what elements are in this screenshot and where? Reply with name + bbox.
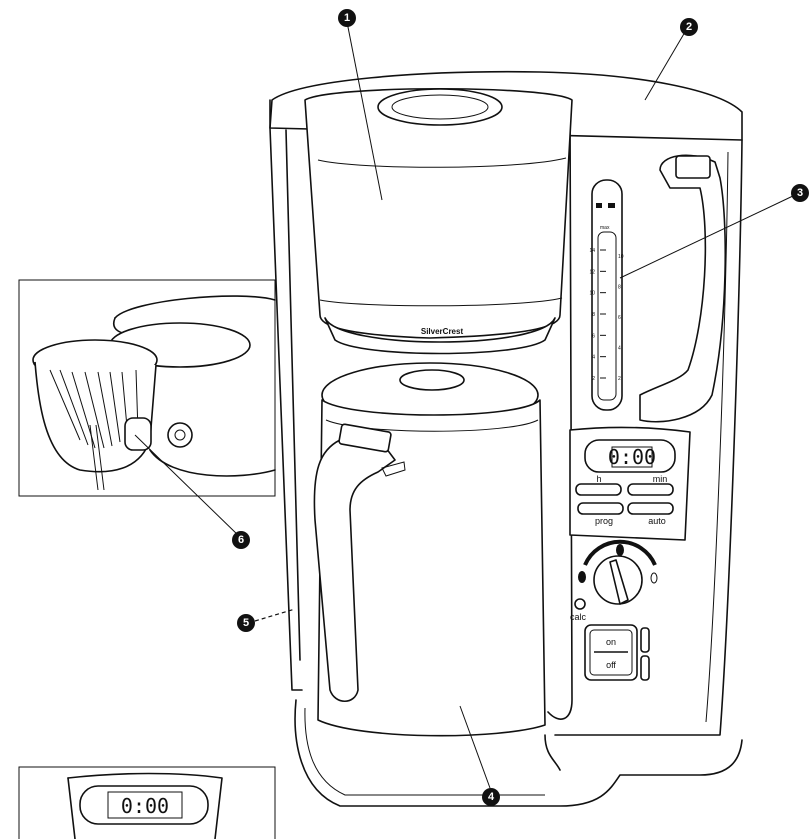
gauge-left-mark: 10 — [589, 291, 595, 297]
program-button[interactable] — [577, 502, 624, 515]
power-switch[interactable]: on off — [584, 624, 650, 681]
mild-coffee-icon — [578, 571, 586, 583]
brand-label: SilverCrest — [421, 327, 464, 336]
callout-6: 6 — [232, 531, 250, 549]
callout-2: 2 — [680, 18, 698, 36]
water-tank: SilverCrest — [304, 87, 573, 355]
gauge-right-mark: 4 — [618, 346, 621, 352]
tank-handle — [639, 154, 727, 423]
machine-body — [269, 70, 743, 807]
minute-button[interactable] — [627, 483, 674, 496]
hour-button-label: h — [596, 474, 601, 484]
gauge-left-mark: 14 — [589, 248, 595, 254]
power-off-label: off — [606, 660, 616, 670]
gauge-max-label: max — [600, 225, 610, 231]
gauge-left-mark: 2 — [592, 376, 595, 382]
inset-lcd-time: 0:00 — [121, 794, 169, 818]
auto-button-label: auto — [648, 516, 666, 526]
calc-led — [574, 598, 586, 610]
callout-5: 5 — [237, 614, 255, 632]
callout-4: 4 — [482, 788, 500, 806]
svg-text:5: 5 — [243, 617, 249, 629]
water-level-gauge: max — [591, 179, 623, 411]
svg-text:3: 3 — [797, 187, 803, 199]
gauge-left-mark: 4 — [592, 355, 595, 361]
gauge-left-mark: 6 — [592, 333, 595, 339]
gauge-right-mark: 6 — [618, 315, 621, 321]
callout-1: 1 — [338, 9, 356, 27]
power-on-label: on — [606, 637, 616, 647]
control-panel: 0:00 h min prog auto calc on off — [569, 426, 691, 681]
svg-text:4: 4 — [488, 791, 495, 803]
inset-display-closeup: 0:00 — [18, 766, 276, 839]
inset-filter-holder — [18, 279, 276, 497]
gauge-right-mark: 10 — [618, 254, 624, 260]
lcd-time: 0:00 — [608, 445, 656, 469]
minute-button-label: min — [653, 474, 668, 484]
callout-3: 3 — [791, 184, 809, 202]
calc-label: calc — [570, 612, 587, 622]
strong-coffee-icon — [616, 544, 624, 556]
gauge-left-mark: 8 — [592, 312, 595, 318]
gauge-right-mark: 2 — [618, 376, 621, 382]
auto-button[interactable] — [627, 502, 674, 515]
leader-lines — [134, 21, 796, 789]
svg-text:1: 1 — [344, 12, 350, 24]
svg-text:2: 2 — [686, 21, 692, 33]
svg-text:6: 6 — [238, 534, 244, 546]
program-button-label: prog — [595, 516, 613, 526]
gauge-right-mark: 8 — [618, 285, 621, 291]
light-coffee-icon — [650, 572, 658, 584]
gauge-ticks: 14 12 10 8 6 4 2 10 8 6 4 2 — [589, 248, 623, 382]
thermos-jug — [313, 362, 546, 737]
hour-button[interactable] — [575, 483, 622, 496]
strength-knob[interactable] — [578, 539, 658, 605]
gauge-left-mark: 12 — [589, 269, 595, 275]
